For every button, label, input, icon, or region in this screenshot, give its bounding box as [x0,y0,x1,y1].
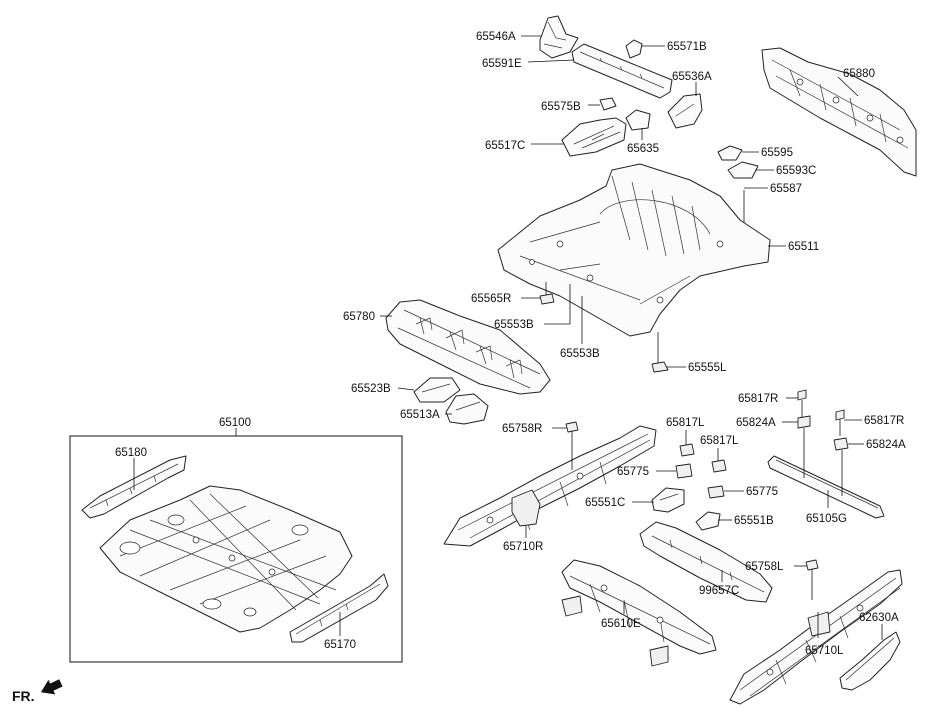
part-65710R-drawing [443,425,657,547]
label-65105G: 65105G [806,513,847,525]
label-65551C: 65551C [585,497,625,509]
part-62630A-drawing [839,631,901,691]
label-65817L-b: 65817L [700,435,739,447]
part-65517C-drawing [561,117,627,157]
label-65775-b: 65775 [746,486,778,498]
part-65817R-a-drawing [797,389,807,401]
part-65593C-drawing [727,161,759,179]
label-65575B: 65575B [541,101,581,113]
part-65817R-b-drawing [835,409,845,421]
label-65635: 65635 [627,143,659,155]
part-65880-drawing [761,47,917,177]
part-65610E-drawing [561,559,717,667]
label-65610E: 65610E [601,618,641,630]
label-65551B: 65551B [734,515,774,527]
part-65546A-drawing [539,15,579,59]
label-65546A: 65546A [476,31,516,43]
label-65824A-a: 65824A [736,417,776,429]
label-65880: 65880 [843,68,875,80]
label-65555L: 65555L [688,362,727,374]
label-65170: 65170 [324,639,356,651]
label-65824A-b: 65824A [866,439,906,451]
front-direction-label: FR. [12,688,35,704]
part-65775-a-drawing [675,463,693,479]
part-65575B-drawing [599,97,617,111]
group-box-65100 [69,435,403,663]
part-65536A-drawing [667,93,703,129]
part-65551B-drawing [695,511,721,531]
label-65517C: 65517C [485,140,525,152]
part-65523B-drawing [413,377,461,403]
label-65710R: 65710R [503,541,543,553]
label-65536A: 65536A [672,71,712,83]
front-arrow-icon [40,679,63,695]
part-65817L-b-drawing [711,459,727,473]
label-65817L-a: 65817L [666,417,705,429]
part-65824A-b-drawing [833,437,849,451]
part-65758R-drawing [565,421,579,433]
label-65817R-a: 65817R [738,393,778,405]
label-65571B: 65571B [667,41,707,53]
label-65513A: 65513A [400,409,440,421]
part-65824A-a-drawing [797,415,811,429]
label-65758L: 65758L [745,561,784,573]
label-65553B-b: 65553B [560,348,600,360]
label-65180: 65180 [115,447,147,459]
label-65775-a: 65775 [617,466,649,478]
label-65565R: 65565R [471,293,511,305]
part-65555L-drawing [651,361,669,373]
label-65710L: 65710L [805,645,844,657]
part-65511-drawing [497,163,771,337]
part-65635-drawing [625,109,651,131]
label-65587: 65587 [770,183,802,195]
label-65595: 65595 [761,147,793,159]
part-65780-drawing [385,299,551,395]
label-65511: 65511 [788,241,819,253]
part-65817L-a-drawing [679,443,695,457]
part-65595-drawing [717,145,743,161]
label-65780: 65780 [343,311,375,323]
part-65775-b-drawing [707,485,725,499]
label-65817R-b: 65817R [864,415,904,427]
part-99657C-drawing [639,521,773,603]
part-65571B-drawing [625,39,643,59]
part-65100-floor-drawing [99,485,353,633]
label-62630A: 62630A [859,612,899,624]
part-65105G-drawing [767,455,885,519]
part-65565R-drawing [539,293,555,305]
label-99657C: 99657C [699,585,739,597]
part-65170-drawing [289,573,389,643]
label-65591E: 65591E [482,58,522,70]
part-65591E-drawing [571,43,673,99]
part-65710L-drawing [729,569,903,705]
part-65513A-drawing [445,393,489,425]
label-65593C: 65593C [776,165,816,177]
part-65551C-drawing [651,487,685,513]
label-65553B-a: 65553B [494,319,534,331]
label-65758R: 65758R [502,423,542,435]
label-65100: 65100 [219,417,251,429]
part-65758L-drawing [805,559,819,571]
label-65523B: 65523B [351,383,391,395]
